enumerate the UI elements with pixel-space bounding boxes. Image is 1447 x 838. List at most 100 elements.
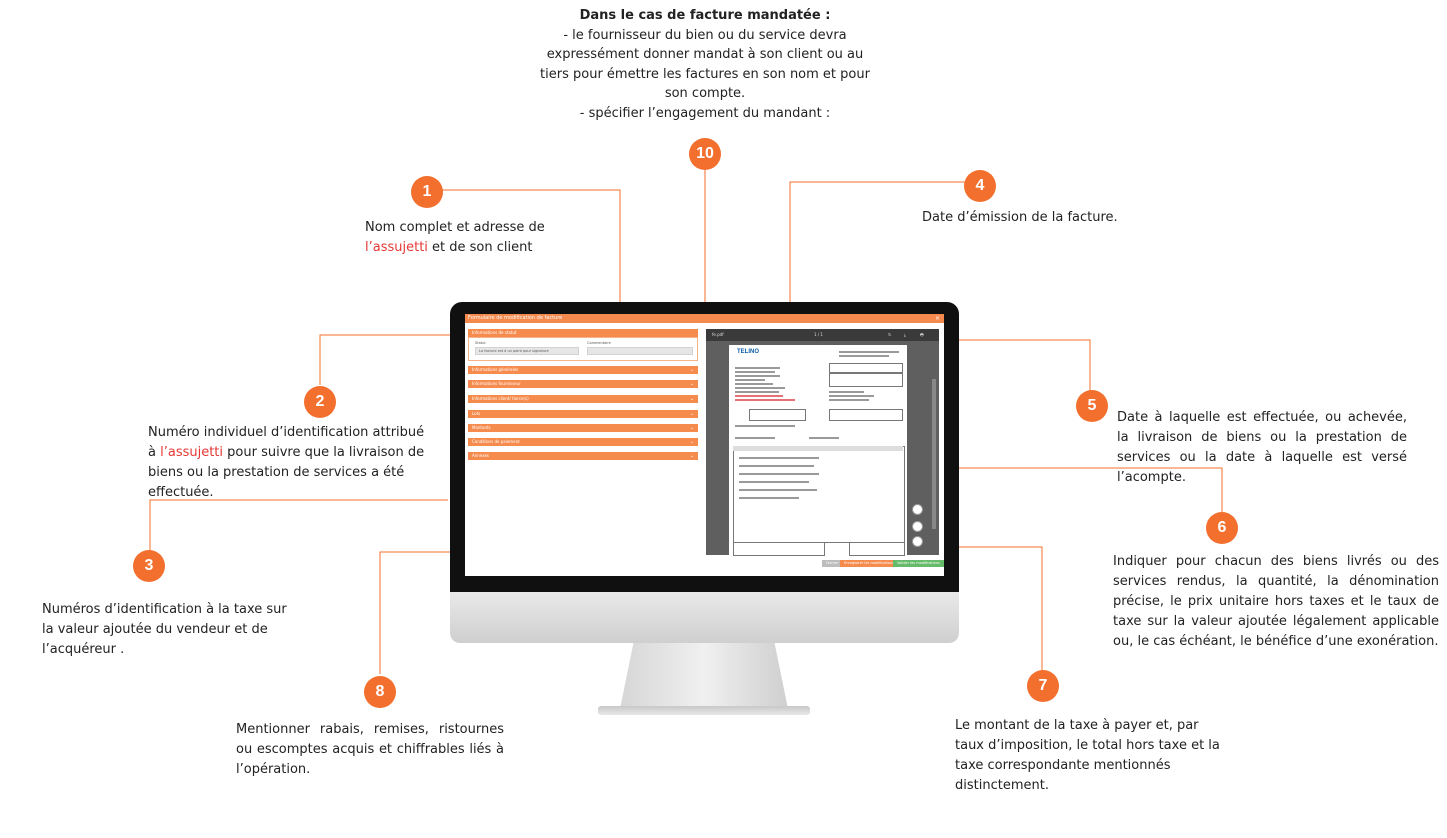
invoice-remarks-box <box>733 542 825 556</box>
invoice-text-line <box>735 425 795 427</box>
note-1-line-2: l’assujetti et de son client <box>365 238 585 258</box>
save-button[interactable]: Enregistrer les modifications <box>840 560 899 567</box>
note-2-line-3: biens ou la prestation de services a été <box>148 465 405 480</box>
section-client[interactable]: Informations client/ tierce(s) ⌄ <box>468 395 698 403</box>
download-icon[interactable]: ⤓ <box>904 332 906 337</box>
connector-4 <box>789 181 965 350</box>
badge-5: 5 <box>1076 390 1108 422</box>
invoice-header-line <box>839 351 899 353</box>
invoice-logo: TELINO <box>737 349 759 355</box>
badge-8: 8 <box>364 676 396 708</box>
note-1-line-1: Nom complet et adresse de <box>365 220 545 235</box>
section-status-label: Informations de statut <box>472 330 517 335</box>
invoice-text-line <box>735 437 775 439</box>
invoice-row-line <box>739 465 814 467</box>
invoice-client-id-box <box>829 409 903 421</box>
note-1-rest: et de son client <box>427 240 533 255</box>
invoice-text-line <box>809 437 839 439</box>
invoice-text-line <box>735 371 775 373</box>
zoom-reset-button[interactable] <box>912 504 923 515</box>
invoice-lines-table <box>733 446 905 543</box>
badge-4: 4 <box>964 170 996 202</box>
invoice-text-line <box>829 399 869 401</box>
modal-header: Formulaire de modification de facture × <box>465 314 944 323</box>
section-general-label: Informations générales <box>472 367 519 372</box>
section-annexes[interactable]: Annexes⌄ <box>468 452 698 460</box>
pdf-toolbar: fe.pdf 1 / 1 ↻ ⤓ 🖶 <box>706 329 939 341</box>
note-2-highlight: l’assujetti <box>160 445 224 460</box>
invoice-text-line <box>735 391 779 393</box>
section-payment[interactable]: Conditions de paiement⌄ <box>468 438 698 446</box>
section-general[interactable]: Informations générales ⌄ <box>468 366 698 374</box>
section-status[interactable]: Informations de statut <box>468 329 698 337</box>
chevron-down-icon: ⌄ <box>689 381 694 387</box>
commentaire-field[interactable] <box>587 347 693 355</box>
mandated-note-line-3: tiers pour émettre les factures en son n… <box>540 66 870 82</box>
chevron-down-icon: ⌄ <box>689 425 694 431</box>
monitor-screen: Formulaire de modification de facture × … <box>465 314 944 576</box>
chevron-down-icon: ⌄ <box>689 453 694 459</box>
pdf-viewer: fe.pdf 1 / 1 ↻ ⤓ 🖶 TELINO <box>706 329 939 556</box>
note-2-line-4: effectuée. <box>148 485 214 500</box>
section-amounts[interactable]: Montants⌄ <box>468 424 698 432</box>
note-2-line-1: Numéro individuel d’identification attri… <box>148 425 425 440</box>
status-panel <box>468 337 698 361</box>
mandated-invoice-note: Dans le cas de facture mandatée : - le f… <box>470 6 940 123</box>
validate-button[interactable]: Valider les modifications <box>893 560 944 567</box>
invoice-totals-box <box>849 542 905 556</box>
zoom-out-button[interactable] <box>912 536 923 547</box>
statut-value: La facture est à un point pour signature <box>479 349 549 353</box>
pdf-filename: fe.pdf <box>712 332 724 337</box>
section-lots[interactable]: Lots⌄ <box>468 410 698 418</box>
invoice-row-line <box>739 473 819 475</box>
connector-2 <box>319 334 470 385</box>
zoom-in-button[interactable] <box>912 521 923 532</box>
monitor-stand <box>620 643 788 709</box>
connector-7 <box>930 546 1043 670</box>
note-5: Date à laquelle est effectuée, ou achevé… <box>1117 410 1407 485</box>
badge-10: 10 <box>689 138 721 170</box>
badge-7: 7 <box>1027 670 1059 702</box>
invoice-table-header <box>733 446 903 451</box>
badge-1: 1 <box>411 176 443 208</box>
note-6: Indiquer pour chacun des biens livrés ou… <box>1113 554 1439 649</box>
note-2: Numéro individuel d’identification attri… <box>148 423 448 503</box>
rotate-icon[interactable]: ↻ <box>888 332 892 337</box>
invoice-number-box <box>829 363 903 373</box>
note-1-highlight: l’assujetti <box>365 240 428 255</box>
monitor-chin <box>450 592 959 643</box>
invoice-text-line <box>829 391 864 393</box>
modal-title: Formulaire de modification de facture <box>468 315 563 321</box>
close-icon[interactable]: × <box>934 315 940 322</box>
invoice-row-line <box>739 497 799 499</box>
note-7: Le montant de la taxe à payer et, par ta… <box>955 718 1220 793</box>
chevron-down-icon: ⌄ <box>689 439 694 445</box>
connector-6 <box>935 467 1223 512</box>
invoice-text-line <box>735 387 785 389</box>
mandated-note-line-1: - le fournisseur du bien ou du service d… <box>563 27 847 43</box>
invoice-row-line <box>739 481 809 483</box>
invoice-text-line <box>735 399 795 401</box>
section-lots-label: Lots <box>472 411 481 416</box>
close-button[interactable]: Fermer <box>822 560 843 567</box>
mandated-invoice-title: Dans le cas de facture mandatée : <box>579 8 831 23</box>
invoice-text-line <box>735 379 765 381</box>
invoice-row-line <box>739 457 819 459</box>
note-1: Nom complet et adresse de l’assujetti et… <box>365 218 585 258</box>
section-supplier[interactable]: Informations fournisseur ⌄ <box>468 380 698 388</box>
pdf-page-counter: 1 / 1 <box>814 332 823 337</box>
print-icon[interactable]: 🖶 <box>920 332 924 337</box>
mandated-note-line-4: son compte. <box>664 86 746 101</box>
chevron-down-icon: ⌄ <box>689 367 694 373</box>
invoice-dates-box <box>829 373 903 387</box>
note-2-pre: à <box>148 445 161 460</box>
commentaire-label: Commentaire <box>587 341 611 345</box>
invoice-row-line <box>739 489 817 491</box>
section-supplier-label: Informations fournisseur <box>472 381 521 386</box>
connector-5 <box>910 339 1091 398</box>
statut-field[interactable]: La facture est à un point pour signature <box>475 347 579 355</box>
section-client-label: Informations client/ tierce(s) <box>472 396 529 401</box>
badge-3: 3 <box>133 550 165 582</box>
pdf-scrollbar[interactable] <box>932 379 936 529</box>
chevron-down-icon: ⌄ <box>689 396 694 402</box>
